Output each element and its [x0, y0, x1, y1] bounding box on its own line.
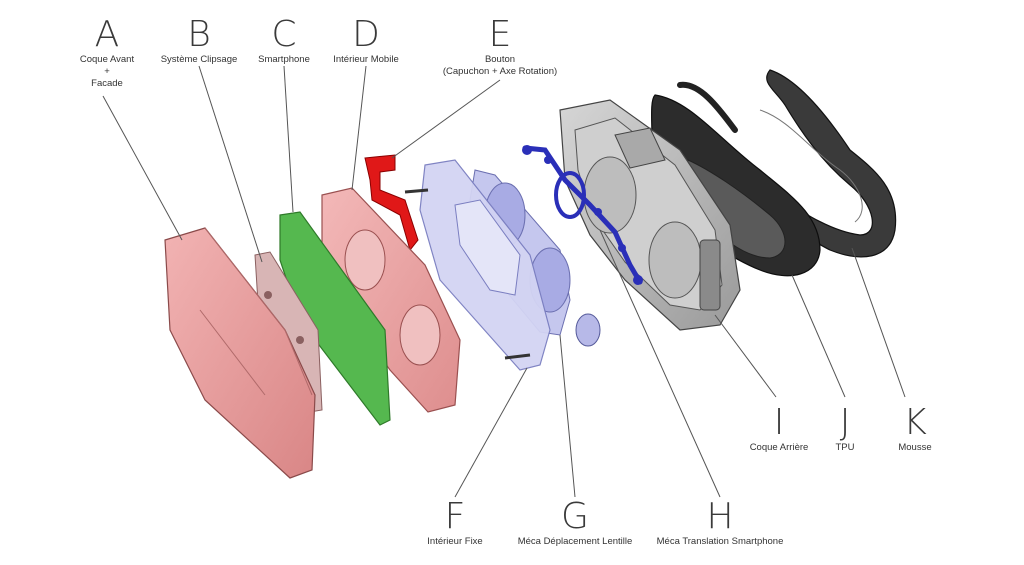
label-c-line-1: Smartphone	[258, 54, 310, 65]
label-a-line-3: Facade	[91, 78, 123, 89]
leader-g	[559, 334, 576, 498]
leader-f	[454, 367, 528, 498]
label-d: D Intérieur Mobile	[321, 16, 411, 66]
label-a-line-1: Coque Avant	[79, 54, 135, 65]
label-g: G Méca Déplacement Lentille	[505, 498, 645, 548]
label-i-line-1: Coque Arrière	[749, 442, 809, 453]
label-i: I Coque Arrière	[741, 404, 817, 454]
leader-a	[102, 95, 183, 241]
label-k: K Mousse	[890, 404, 940, 454]
leader-i	[714, 314, 777, 398]
label-k-line-1: Mousse	[898, 442, 932, 453]
part-c-smartphone	[279, 211, 391, 426]
label-j-letter: J	[839, 402, 851, 443]
label-d-line-1: Intérieur Mobile	[333, 54, 399, 65]
leader-c	[283, 65, 294, 213]
label-f-line-1: Intérieur Fixe	[427, 536, 483, 547]
label-c: C Smartphone	[244, 16, 324, 66]
label-h-letter: H	[706, 496, 734, 537]
leader-k	[851, 247, 906, 398]
label-d-letter: D	[352, 14, 380, 55]
leader-j	[791, 274, 846, 398]
label-j-line-1: TPU	[835, 442, 855, 453]
part-f-interieur-fixe	[404, 159, 551, 371]
part-d-interieur-mobile	[321, 187, 461, 413]
label-e-line-1: Bouton	[484, 54, 516, 65]
leader-lines	[102, 65, 906, 498]
leader-b	[198, 65, 263, 263]
label-g-letter: G	[561, 496, 589, 537]
leader-d	[351, 65, 367, 191]
label-b-letter: B	[187, 14, 211, 55]
label-b: B Système Clipsage	[149, 16, 249, 66]
part-e-bouton	[364, 154, 419, 252]
label-e-letter: E	[488, 14, 512, 55]
label-a-line-2: +	[104, 66, 110, 77]
label-a-letter: A	[94, 14, 120, 55]
leader-h	[599, 229, 721, 498]
label-e: E Bouton (Capuchon + Axe Rotation)	[425, 16, 575, 78]
label-e-line-2: (Capuchon + Axe Rotation)	[442, 66, 558, 77]
label-f-letter: F	[444, 496, 466, 537]
label-h-line-1: Méca Translation Smartphone	[656, 536, 784, 547]
label-b-line-1: Système Clipsage	[160, 54, 238, 65]
label-i-letter: I	[773, 402, 785, 443]
label-g-line-1: Méca Déplacement Lentille	[517, 536, 633, 547]
leader-e	[391, 79, 501, 159]
label-f: F Intérieur Fixe	[410, 498, 500, 548]
label-k-letter: K	[903, 402, 927, 443]
label-h: H Méca Translation Smartphone	[645, 498, 795, 548]
label-j: J TPU	[825, 404, 865, 454]
label-c-letter: C	[271, 14, 297, 55]
label-a: A Coque Avant + Facade	[62, 16, 152, 90]
part-a-coque-avant	[164, 227, 316, 479]
part-h-meca-translation	[522, 145, 643, 285]
